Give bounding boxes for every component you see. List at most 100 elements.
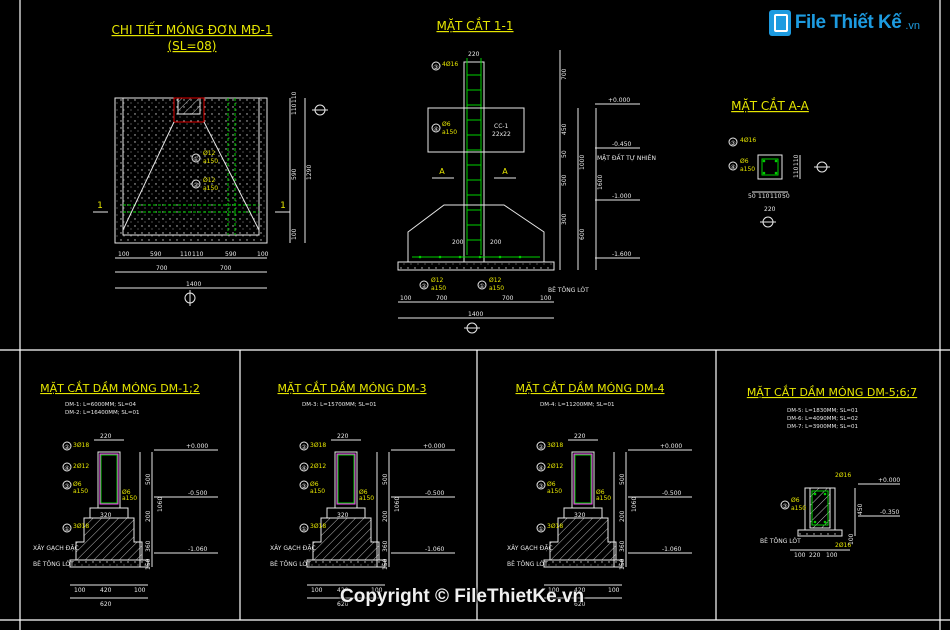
rebar1-tag: ① xyxy=(193,156,198,163)
svg-text:360: 360 xyxy=(619,540,626,552)
svg-text:DM-1: L=6000MM; SL=04: DM-1: L=6000MM; SL=04 xyxy=(65,402,136,408)
svg-text:200: 200 xyxy=(452,239,464,246)
svg-text:③: ③ xyxy=(730,140,735,147)
svg-text:3Ø18: 3Ø18 xyxy=(310,523,326,530)
svg-text:a150: a150 xyxy=(310,488,325,495)
svg-text:2Ø12: 2Ø12 xyxy=(310,463,326,470)
svg-text:420: 420 xyxy=(337,587,349,594)
svg-text:+0.000: +0.000 xyxy=(186,443,208,450)
svg-text:-1.600: -1.600 xyxy=(612,251,632,258)
svg-text:Ø6: Ø6 xyxy=(310,481,319,488)
svg-text:590: 590 xyxy=(291,168,298,180)
svg-text:Ø12: Ø12 xyxy=(431,277,444,284)
svg-text:a150: a150 xyxy=(73,488,88,495)
svg-text:-1.060: -1.060 xyxy=(188,546,208,553)
svg-text:BÊ TÔNG LÓT: BÊ TÔNG LÓT xyxy=(270,560,311,568)
svg-text:DM-3: L=15700MM; SL=01: DM-3: L=15700MM; SL=01 xyxy=(302,402,377,408)
svg-text:1400: 1400 xyxy=(468,311,483,318)
svg-text:1400: 1400 xyxy=(186,281,201,288)
section-a-a[interactable]: MẶT CẮT A-A ③ 4Ø16 ④ Ø6 a150 50 110 110 … xyxy=(728,97,830,228)
svg-text:②: ② xyxy=(301,444,307,451)
svg-text:1060: 1060 xyxy=(157,497,164,512)
svg-text:100: 100 xyxy=(794,552,806,559)
svg-text:200: 200 xyxy=(145,510,152,522)
svg-text:2Ø12: 2Ø12 xyxy=(73,463,89,470)
svg-text:XÂY GẠCH ĐẶC: XÂY GẠCH ĐẶC xyxy=(507,545,553,552)
svg-text:620: 620 xyxy=(574,601,586,608)
svg-text:②: ② xyxy=(421,283,427,290)
svg-text:100: 100 xyxy=(134,587,146,594)
svg-text:700: 700 xyxy=(436,295,448,302)
beam-title-4: MẶT CẮT DẦM MÓNG DM-5;6;7 xyxy=(747,385,917,399)
svg-text:600: 600 xyxy=(579,228,586,240)
svg-text:Ø6: Ø6 xyxy=(122,489,131,496)
svg-text:450: 450 xyxy=(561,123,568,135)
logo-suffix: .vn xyxy=(905,20,920,32)
svg-text:+0.000: +0.000 xyxy=(660,443,682,450)
lean-concrete xyxy=(543,559,623,568)
svg-text:①: ① xyxy=(64,526,69,533)
svg-text:200: 200 xyxy=(490,239,502,246)
svg-text:450: 450 xyxy=(857,503,864,515)
svg-text:DM-5: L=1830MM; SL=01: DM-5: L=1830MM; SL=01 xyxy=(787,408,858,414)
svg-text:100: 100 xyxy=(311,587,323,594)
svg-text:220: 220 xyxy=(574,433,586,440)
beam-panel-1[interactable]: MẶT CẮT DẦM MÓNG DM-1;2 DM-1: L=6000MM; … xyxy=(40,381,200,416)
svg-text:③: ③ xyxy=(64,483,69,490)
section-1-1[interactable]: MẶT CẮT 1-1 A A ③ 4Ø16 xyxy=(397,17,656,334)
svg-text:110: 110 xyxy=(758,193,770,200)
svg-text:A: A xyxy=(439,167,445,176)
svg-text:4Ø16: 4Ø16 xyxy=(740,137,756,144)
svg-text:200: 200 xyxy=(619,510,626,522)
svg-text:Ø6: Ø6 xyxy=(740,158,749,165)
svg-text:-0.350: -0.350 xyxy=(880,509,900,516)
svg-text:2Ø16: 2Ø16 xyxy=(835,542,851,549)
svg-text:100: 100 xyxy=(548,587,560,594)
svg-text:1060: 1060 xyxy=(631,497,638,512)
svg-text:320: 320 xyxy=(574,512,586,519)
svg-text:100: 100 xyxy=(257,251,269,258)
svg-text:+0.000: +0.000 xyxy=(878,477,900,484)
svg-text:④: ④ xyxy=(301,465,306,472)
svg-text:2Ø16: 2Ø16 xyxy=(835,472,851,479)
svg-text:3Ø18: 3Ø18 xyxy=(73,442,89,449)
svg-text:220: 220 xyxy=(468,51,480,58)
beam-title-2: MẶT CẮT DẦM MÓNG DM-3 xyxy=(278,381,427,395)
svg-text:+0.000: +0.000 xyxy=(423,443,445,450)
beam-panel-3[interactable]: MẶT CẮT DẦM MÓNG DM-4 DM-4: L=11200MM; S… xyxy=(516,381,665,408)
beam-panel-2[interactable]: MẶT CẮT DẦM MÓNG DM-3 DM-3: L=15700MM; S… xyxy=(278,381,427,408)
svg-text:50: 50 xyxy=(782,193,790,200)
svg-text:3Ø18: 3Ø18 xyxy=(547,523,563,530)
svg-text:220: 220 xyxy=(764,206,776,213)
cut-mark-left: 1 xyxy=(97,201,103,211)
cut-mark-right: 1 xyxy=(280,201,286,211)
svg-text:100: 100 xyxy=(400,295,412,302)
svg-text:1000: 1000 xyxy=(579,155,586,170)
logo-icon xyxy=(768,10,791,36)
beam-title-3: MẶT CẮT DẦM MÓNG DM-4 xyxy=(516,381,665,395)
beam-section-detail-4[interactable]: 2Ø16 ③ Ø6 a150 2Ø16 BÊ TÔNG LÓT 100 220 … xyxy=(760,472,900,559)
svg-text:700: 700 xyxy=(502,295,514,302)
svg-text:100: 100 xyxy=(540,295,552,302)
svg-text:③: ③ xyxy=(433,64,438,71)
stirrup xyxy=(100,454,118,504)
svg-text:360: 360 xyxy=(382,540,389,552)
beam-panel-4[interactable]: MẶT CẮT DẦM MÓNG DM-5;6;7 DM-5: L=1830MM… xyxy=(747,385,917,430)
svg-text:590: 590 xyxy=(150,251,162,258)
footing-plan-md1[interactable]: CHI TIẾT MÓNG ĐƠN MĐ-1 (SL=08) ① Ø12 a15… xyxy=(93,21,328,306)
beam-title-1: MẶT CẮT DẦM MÓNG DM-1;2 xyxy=(40,381,200,395)
svg-text:-0.500: -0.500 xyxy=(662,490,682,497)
svg-text:a150: a150 xyxy=(791,505,806,512)
svg-text:-1.060: -1.060 xyxy=(425,546,445,553)
svg-text:③: ③ xyxy=(301,483,306,490)
svg-text:④: ④ xyxy=(433,126,438,133)
stirrup xyxy=(337,454,355,504)
filethietke-logo[interactable]: File Thiết Kế .vn xyxy=(768,10,920,36)
svg-text:3Ø18: 3Ø18 xyxy=(547,442,563,449)
svg-text:110: 110 xyxy=(793,166,800,178)
